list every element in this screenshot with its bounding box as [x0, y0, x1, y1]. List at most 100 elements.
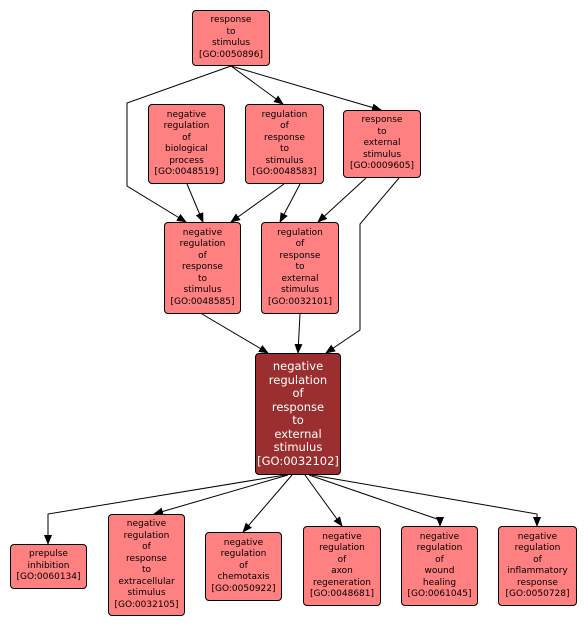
- node-label-line: [GO:0032101]: [267, 296, 333, 307]
- node-label-line: regulation: [416, 543, 463, 553]
- node-label-line: of: [142, 542, 151, 552]
- node-label-line: of: [198, 250, 207, 261]
- node-label-line: [GO:0060134]: [16, 572, 81, 583]
- node-label-line: to: [279, 144, 290, 154]
- node-label-line: inflammatory: [507, 566, 568, 576]
- node-label-line: of: [337, 554, 347, 565]
- node-label-line: healing: [422, 577, 457, 588]
- node-label-line: wound: [424, 566, 455, 576]
- node-label-line: stimulus: [280, 285, 320, 296]
- edge-go0032101-to-go0032102: [294, 313, 303, 354]
- node-label-line: regeneration: [312, 577, 371, 588]
- node-label-line: to: [377, 126, 387, 137]
- node-label-line: of: [182, 132, 191, 143]
- edge-go0032102-to-go0048681: [304, 474, 343, 527]
- node-label-line: stimulus: [265, 155, 304, 166]
- node-label-line: response: [279, 250, 321, 261]
- node-label-line: regulation: [319, 543, 365, 553]
- node-label-line: to: [226, 26, 236, 37]
- node-label-line: response: [361, 115, 403, 126]
- edge-go0009605-to-go0032102: [325, 177, 400, 354]
- node-label-line: regulation: [220, 549, 267, 560]
- node-label-line: of: [239, 560, 248, 571]
- edge-go0032102-to-go0060134: [44, 474, 286, 545]
- node-label-line: regulation: [123, 530, 170, 541]
- node-label-line: negative: [322, 531, 362, 542]
- node-label-line: to: [141, 565, 152, 575]
- node-label-line: negative: [126, 519, 167, 529]
- node-label-line: [GO:0048585]: [170, 296, 235, 307]
- node-label-line: response: [182, 262, 223, 273]
- edge-go0048519-to-go0048585: [186, 183, 204, 223]
- node-label-line: [GO:0061045]: [407, 589, 472, 599]
- edge-go0050896-to-go0009605: [230, 65, 382, 112]
- edge-go0032102-to-go0061045: [308, 474, 444, 527]
- node-label-line: stimulus: [183, 285, 222, 296]
- node-label-line: external: [363, 138, 401, 149]
- edge-go0048583-to-go0032101: [279, 183, 301, 223]
- node-label-line: [GO:0048583]: [252, 167, 317, 177]
- node-label-line: process: [169, 155, 204, 166]
- node-label-line: to: [292, 413, 304, 427]
- edge-go0032102-to-go0050922: [242, 474, 293, 533]
- edge-go0009605-to-go0032101: [317, 177, 367, 223]
- node-label-line: stimulus: [127, 588, 166, 598]
- node-label-line: stimulus: [273, 440, 323, 454]
- node-label-line: negative: [166, 109, 207, 120]
- node-label-line: prepulse: [29, 549, 68, 560]
- node-label-line: regulation: [163, 121, 210, 131]
- node-label-line: regulation: [261, 109, 308, 120]
- node-label-line: regulation: [514, 543, 561, 553]
- node-label-line: response: [126, 553, 167, 564]
- node-label-line: response: [210, 15, 252, 25]
- edge-go0032102-to-go0032105: [153, 474, 289, 516]
- node-label-line: external: [281, 273, 319, 284]
- node-label-line: to: [295, 262, 305, 273]
- node-label-line: regulation: [179, 239, 226, 250]
- node-label-line: response: [517, 577, 558, 588]
- node-label-line: biological: [165, 144, 208, 154]
- node-label-line: of: [533, 554, 542, 565]
- node-label-line: [GO:0050896]: [198, 49, 264, 60]
- node-label-line: to: [197, 273, 208, 284]
- node-label-line: stimulus: [211, 38, 251, 48]
- node-label-line: [GO:0009605]: [349, 161, 415, 172]
- node-label-line: extracellular: [118, 576, 175, 587]
- node-label-line: negative: [223, 537, 264, 548]
- node-label-line: axon: [331, 566, 353, 576]
- edge-go0032102-to-go0050728: [311, 474, 541, 527]
- node-label-line: external: [274, 426, 322, 441]
- edge-go0048585-to-go0032102: [201, 313, 269, 354]
- node-label-line: inhibition: [27, 560, 70, 571]
- node-label-line: [GO:0048519]: [154, 167, 219, 177]
- node-label-line: negative: [419, 531, 460, 542]
- node-label-line: regulation: [268, 372, 328, 387]
- node-label-line: of: [435, 554, 444, 565]
- node-label-line: negative: [272, 359, 324, 373]
- node-label-line: response: [271, 399, 325, 414]
